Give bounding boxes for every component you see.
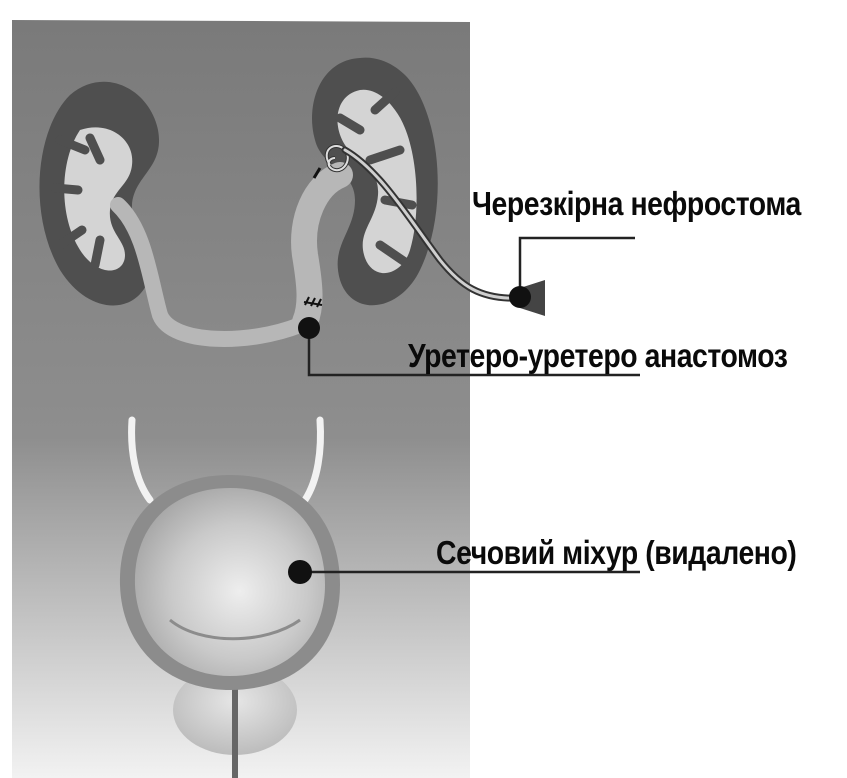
anastomosis-marker <box>298 317 320 339</box>
bladder-label: Сечовий міхур (видалено) <box>436 534 796 572</box>
nephrostomy-label: Черезкірна нефростома <box>472 185 801 223</box>
anastomosis-label: Уретеро-уретеро анастомоз <box>408 337 787 375</box>
nephrostomy-marker <box>509 286 531 308</box>
bladder <box>120 475 340 690</box>
bladder-marker <box>288 560 312 584</box>
